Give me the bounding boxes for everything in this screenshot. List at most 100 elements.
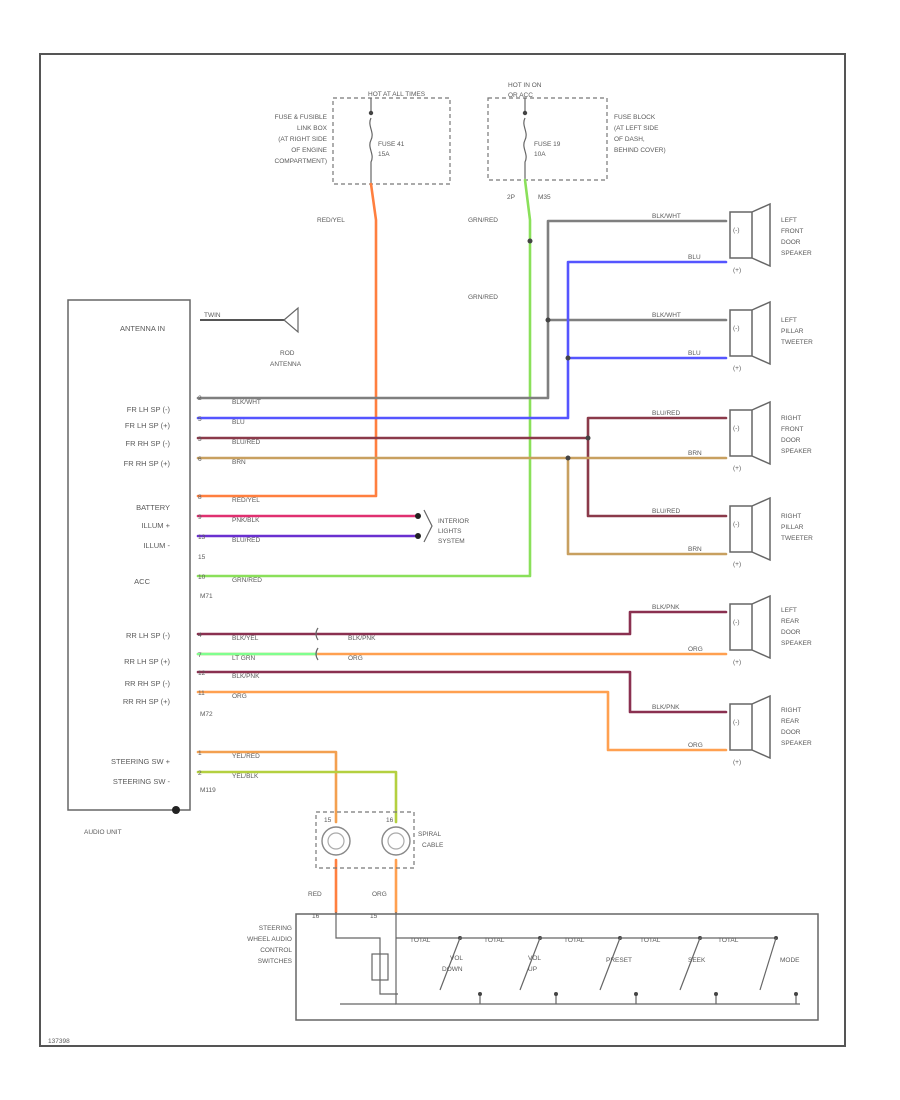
speaker-wire-bot: BRN xyxy=(688,450,702,457)
speaker-icon xyxy=(729,400,771,466)
steering-resistor-icon xyxy=(371,953,389,981)
switch-resistor-label: TOTAL xyxy=(640,937,661,944)
spiral-cable-coil-icon xyxy=(321,826,351,856)
pin-label-rr-rh-neg: RR RH SP (-) xyxy=(125,679,171,688)
wire-label-grn-red-2: GRN/RED xyxy=(468,294,498,301)
node-illum-minus xyxy=(415,533,421,539)
speaker-pin-pos: (+) xyxy=(733,365,741,372)
speaker-pin-pos: (+) xyxy=(733,759,741,766)
wire-tag-battery: RED/YEL xyxy=(232,497,260,504)
wire-yel-blk-steer xyxy=(196,770,398,824)
spiral-pin-right: 16 xyxy=(386,817,394,824)
speaker-name-1: RIGHT xyxy=(781,415,801,422)
speaker-pin-neg: (-) xyxy=(733,719,740,726)
spiral-cable-label-2: CABLE xyxy=(422,842,444,849)
pin-label-illum-pos: ILLUM + xyxy=(141,521,170,530)
wire-blu-red-fr-rh xyxy=(196,416,728,440)
fuse-right-header-1: HOT IN ON xyxy=(508,82,542,89)
speaker-pin-neg: (-) xyxy=(733,521,740,528)
speaker-wire-top: BLK/PNK xyxy=(652,704,680,711)
speaker-name-3: DOOR xyxy=(781,437,801,444)
fuse-left-node xyxy=(368,110,374,116)
switch-resistor-label: TOTAL xyxy=(718,937,739,944)
speaker-name-2: PILLAR xyxy=(781,328,804,335)
steering-switches-label-2: WHEEL AUDIO xyxy=(247,936,292,943)
speaker-name-4: SPEAKER xyxy=(781,448,812,455)
pin-num-acc: 10 xyxy=(198,574,206,581)
pin-num-illum-neg: 13 xyxy=(198,534,206,541)
speaker-name-4: SPEAKER xyxy=(781,640,812,647)
audio-unit-label: AUDIO UNIT xyxy=(84,829,122,836)
switch-label-1: MODE xyxy=(780,957,800,964)
fuse-right-location-3: OF DASH, xyxy=(614,136,645,143)
connector-m72: M72 xyxy=(200,711,213,718)
diagram-frame xyxy=(39,53,846,1047)
fuse-right-connector: M35 xyxy=(538,194,551,201)
fuse-left-fuse-rating: 15A xyxy=(378,151,390,158)
antenna-wire-label: TWIN xyxy=(204,312,221,319)
spiral-cable: 15 16 SPIRAL CABLE RED ORG xyxy=(308,811,444,898)
switch-contact xyxy=(794,992,798,996)
switch-label-2: DOWN xyxy=(442,966,463,973)
wire-tag-fr-lh-pos: BLU xyxy=(232,419,245,426)
fuse-left-block: HOT AT ALL TIMES FUSE & FUSIBLE LINK BOX… xyxy=(275,91,451,185)
speaker-name-1: LEFT xyxy=(781,607,797,614)
switch-resistor-label: TOTAL xyxy=(410,937,431,944)
speaker-name-4: SPEAKER xyxy=(781,740,812,747)
wire-tag-illum-neg: BLU/RED xyxy=(232,537,260,544)
pin-num-15: 15 xyxy=(198,554,206,561)
pin-label-acc: ACC xyxy=(134,577,150,586)
switch-contact xyxy=(634,992,638,996)
speaker-name-4: SPEAKER xyxy=(781,250,812,257)
switch-label-1: VOL xyxy=(450,955,463,962)
speaker-icon xyxy=(729,694,771,760)
speaker-name-2: FRONT xyxy=(781,228,803,235)
steering-switches-label-4: SWITCHES xyxy=(258,958,293,965)
pin-num-rr-lh-neg: 4 xyxy=(198,632,202,639)
speaker-left-pillar-tweeter: (-) (+) BLK/WHT BLU LEFT PILLAR TWEETER xyxy=(652,300,813,372)
fuse-right-header-2: OR ACC xyxy=(508,92,533,99)
spiral-wire-right: ORG xyxy=(372,891,387,898)
wire-tag-fr-rh-neg: BLU/RED xyxy=(232,439,260,446)
wire-tag-steer-pos: YEL/RED xyxy=(232,753,260,760)
pin-num-fr-lh-neg: 2 xyxy=(198,395,202,402)
audio-unit-ground xyxy=(172,806,180,814)
speaker-name-3: DOOR xyxy=(781,629,801,636)
switch-label-1: VOL xyxy=(528,955,541,962)
speaker-name-1: RIGHT xyxy=(781,513,801,520)
speaker-wire-bot: ORG xyxy=(688,742,703,749)
speaker-right-rear-door: (-) (+) BLK/PNK ORG RIGHT REAR DOOR SPEA… xyxy=(652,694,812,766)
pin-num-fr-rh-neg: 3 xyxy=(198,436,202,443)
speaker-name-2: PILLAR xyxy=(781,524,804,531)
switch-label-1: SEEK xyxy=(688,957,706,964)
speaker-pin-pos: (+) xyxy=(733,465,741,472)
fuse-left-location-3: (AT RIGHT SIDE xyxy=(278,136,327,143)
wire-tag-rr-rh-neg: BLK/PNK xyxy=(232,673,260,680)
wire-tag-rr-lh-pos: LT GRN xyxy=(232,655,256,662)
wire-blu-red-tweeter-r xyxy=(586,436,728,518)
wire-tag-rr-lh-neg-ext: BLK/PNK xyxy=(348,635,376,642)
wire-yel-red-steer xyxy=(196,750,338,824)
spiral-cable-coil-inner xyxy=(327,832,345,850)
inline-connector-2 xyxy=(315,647,319,661)
wire-tag-rr-rh-pos: ORG xyxy=(232,693,247,700)
wire-tag-fr-lh-neg: BLK/WHT xyxy=(232,399,261,406)
speaker-right-front-door: (-) (+) BLU/RED BRN RIGHT FRONT DOOR SPE… xyxy=(652,400,812,472)
fuse-right-fuse-name: FUSE 19 xyxy=(534,141,561,148)
pin-label-rr-lh-neg: RR LH SP (-) xyxy=(126,631,171,640)
illum-arrow-icon xyxy=(423,509,433,543)
pin-num-rr-lh-pos: 7 xyxy=(198,652,202,659)
pin-label-illum-neg: ILLUM - xyxy=(143,541,170,550)
fuse-right-fuse-icon xyxy=(523,117,527,180)
switch-preset: TOTAL PRESET xyxy=(540,936,638,1004)
node-brn xyxy=(565,455,571,461)
switch-contact xyxy=(714,992,718,996)
wire-tag-steer-neg: YEL/BLK xyxy=(232,773,259,780)
switch-mode: TOTAL MODE xyxy=(700,936,800,1004)
inline-connector-1 xyxy=(315,627,319,641)
pin-label-battery: BATTERY xyxy=(136,503,170,512)
steering-switches-label-3: CONTROL xyxy=(260,947,292,954)
tweeter-icon xyxy=(729,300,771,366)
speaker-name-3: TWEETER xyxy=(781,339,813,346)
spiral-wire-left: RED xyxy=(308,891,322,898)
